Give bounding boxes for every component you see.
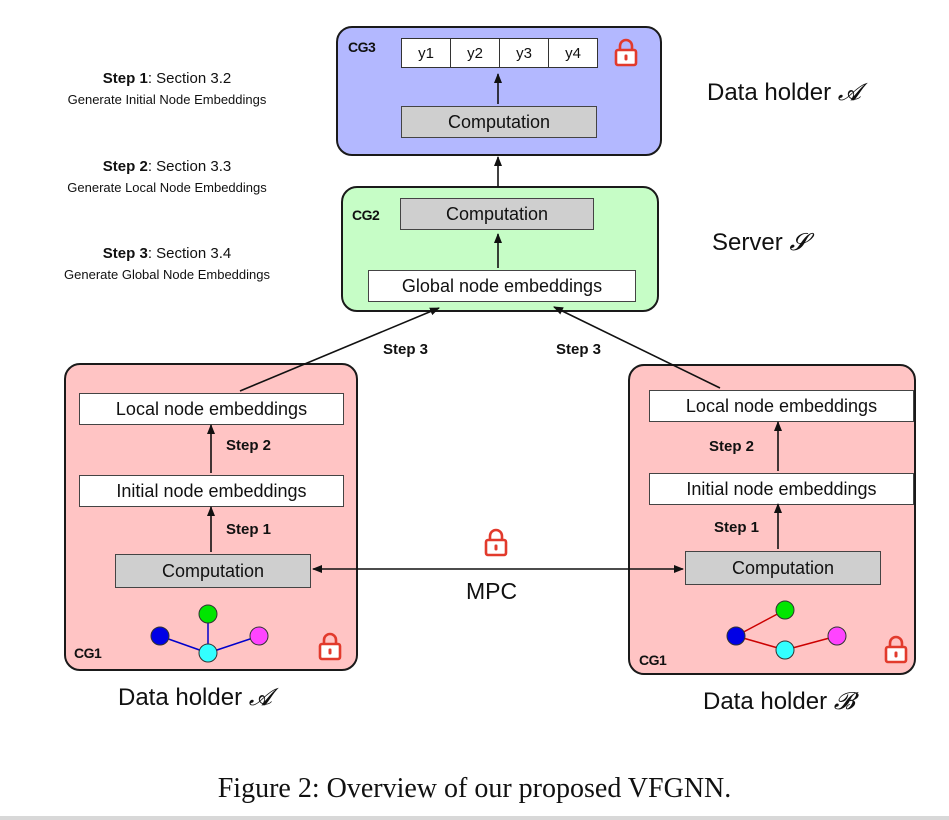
lock-icon (484, 528, 508, 557)
left-step-1-label: Step 1 (226, 521, 272, 538)
step-3-title: Step 3 (102, 245, 148, 262)
right-local-node-embeddings: Local node embeddings (649, 390, 914, 422)
left-role-label: Data holder 𝓐 (118, 683, 272, 711)
output-y2: y2 (450, 38, 500, 68)
right-cg1-tag: CG1 (639, 652, 667, 668)
step-1-desc: Generate Initial Node Embeddings (67, 92, 267, 107)
cg1-right-box: Local node embeddings Step 2 Initial nod… (628, 364, 916, 675)
left-computation: Computation (115, 554, 311, 588)
cg2-box: CG2 Computation Global node embeddings (341, 186, 659, 312)
lock-icon (614, 38, 638, 67)
cg1-left-box: Local node embeddings Step 2 Initial nod… (64, 363, 358, 671)
mpc-label: MPC (466, 578, 518, 604)
cg2-tag: CG2 (352, 207, 380, 223)
right-step-1-label: Step 1 (714, 519, 760, 536)
lock-icon (884, 635, 908, 664)
cg2-computation: Computation (400, 198, 594, 230)
output-y1: y1 (401, 38, 451, 68)
cg3-tag: CG3 (348, 39, 376, 55)
step-1-description: Step 1: Section 3.2 Generate Initial Nod… (22, 68, 312, 110)
left-step-2-label: Step 2 (226, 437, 272, 454)
step-3-desc: Generate Global Node Embeddings (64, 267, 270, 282)
output-y4: y4 (548, 38, 598, 68)
step-1-title: Step 1 (102, 70, 148, 87)
right-initial-node-embeddings: Initial node embeddings (649, 473, 914, 505)
step3-left-label: Step 3 (383, 341, 429, 358)
cg3-box: CG3 y1 y2 y3 y4 Computation (336, 26, 662, 156)
server-role-label: Server 𝓢 (712, 228, 808, 256)
lock-icon (318, 632, 342, 661)
global-node-embeddings: Global node embeddings (368, 270, 636, 302)
step-2-description: Step 2: Section 3.3 Generate Local Node … (22, 156, 312, 198)
right-role-label: Data holder 𝓑 (703, 687, 855, 715)
left-cg1-tag: CG1 (74, 645, 102, 661)
bottom-scrollbar-edge (0, 816, 949, 820)
output-y3: y3 (499, 38, 549, 68)
cg3-computation: Computation (401, 106, 597, 138)
right-step-2-label: Step 2 (709, 438, 755, 455)
left-initial-node-embeddings: Initial node embeddings (79, 475, 344, 507)
cg3-role-label: Data holder 𝓐 (707, 78, 861, 106)
left-local-node-embeddings: Local node embeddings (79, 393, 344, 425)
step-2-desc: Generate Local Node Embeddings (67, 180, 267, 195)
right-computation: Computation (685, 551, 881, 585)
figure-caption: Figure 2: Overview of our proposed VFGNN… (217, 773, 732, 804)
step-3-description: Step 3: Section 3.4 Generate Global Node… (22, 243, 312, 285)
step3-right-label: Step 3 (556, 341, 602, 358)
step-2-title: Step 2 (102, 158, 148, 175)
